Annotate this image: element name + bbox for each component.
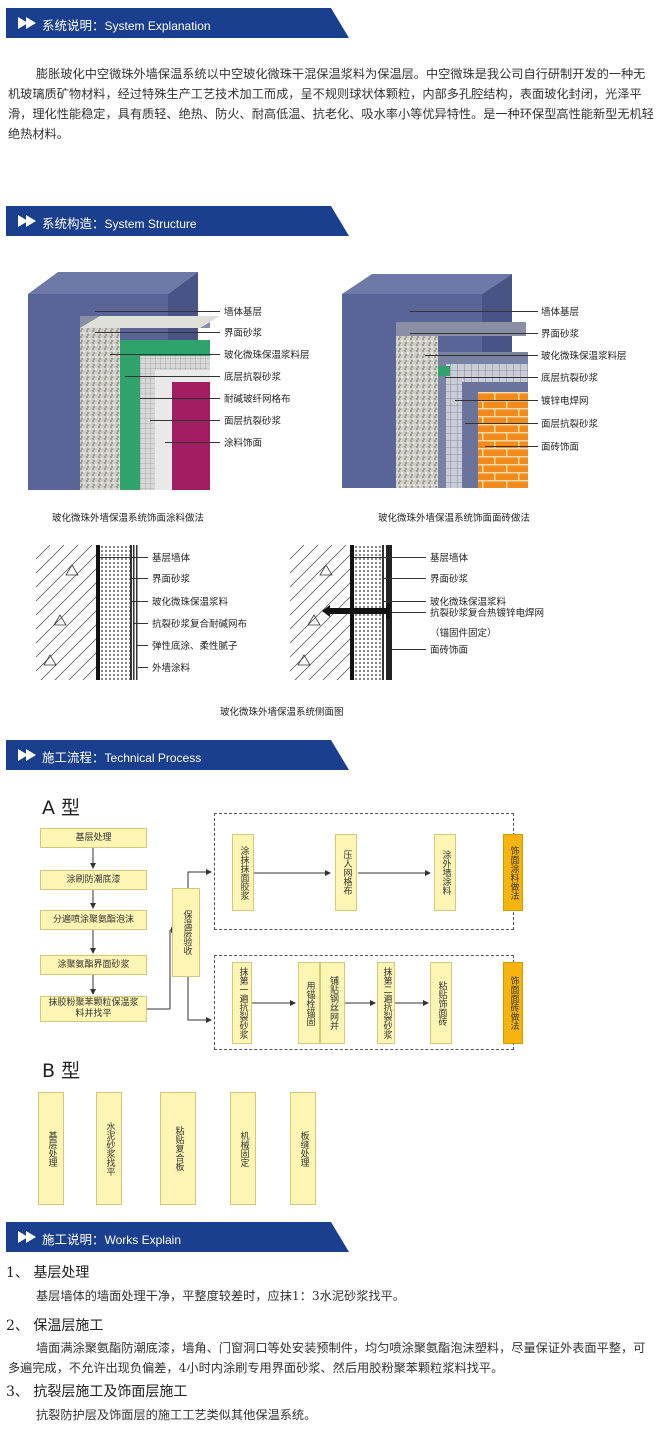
section-title-en: System Structure xyxy=(104,217,197,231)
label-putty: 弹性底涂、柔性腻子 xyxy=(152,641,238,652)
label-paint: 外墙涂料 xyxy=(152,663,191,674)
b-step-2: 水泥砂浆找平 xyxy=(96,1092,122,1205)
label-welded-mesh: 抗裂砂浆复合热镀锌电焊网 xyxy=(430,608,545,619)
a-flow-arrows xyxy=(90,848,431,1023)
label-insulation: 玻化微珠保温浆料 xyxy=(430,597,507,608)
a-step-5: 抹胶粉聚苯颗粒保温浆料并找平 xyxy=(40,996,147,1022)
a-step-3: 分遍喷涂聚氨酯泡沫 xyxy=(40,910,147,930)
tile-system-diagram xyxy=(342,274,528,488)
label-insulation: 玻化微珠保温浆料层 xyxy=(224,350,310,361)
section-bar-bg xyxy=(6,740,349,770)
works-para-3: 抗裂防护层及饰面层的施工工艺类似其他保温系统。 xyxy=(36,1408,317,1422)
section-title-cn: 施工流程： xyxy=(42,750,105,765)
side-section-caption: 玻化微珠外墙保温系统侧面图 xyxy=(220,707,344,718)
label-anchor-note: （锚固件固定） xyxy=(430,628,497,639)
a-top-step-1: 涂抹抹面胶浆 xyxy=(232,834,254,911)
section-bar-bg xyxy=(6,1222,349,1252)
section-title-cn: 系统构造： xyxy=(42,216,105,231)
b-step-5: 板缝处理 xyxy=(290,1092,316,1205)
works-heading-3: 3、 抗裂层施工及饰面层施工 xyxy=(6,1384,188,1400)
intro-paragraph: 膨胀玻化中空微珠外墙保温系统以中空玻化微珠干混保温浆料为保温层。中空微珠是我公司… xyxy=(8,67,654,141)
section-header-process: 施工流程：Technical Process xyxy=(6,740,349,770)
a-step-4: 涂聚氨酯界面砂浆 xyxy=(40,955,147,975)
a-bottom-end: 饰面面砖做法 xyxy=(503,962,523,1044)
section-header-structure: 系统构造：System Structure xyxy=(6,206,349,236)
label-mesh: 耐碱玻纤网格布 xyxy=(224,394,291,405)
a-bottom-group xyxy=(214,955,514,1050)
a-bottom-step-2: 用锚栓锚固 xyxy=(298,962,320,1044)
section-title-cn: 施工说明： xyxy=(42,1232,105,1247)
label-tile: 面砖饰面 xyxy=(430,645,469,656)
a-top-group xyxy=(214,813,514,930)
type-a-label: A 型 xyxy=(42,797,81,819)
section-title-en: Works Explain xyxy=(104,1233,181,1247)
label-insulation: 玻化微珠保温浆料层 xyxy=(541,351,627,362)
label-coating: 涂料饰面 xyxy=(224,438,263,449)
a-top-end: 饰面涂料做法 xyxy=(503,834,523,911)
works-heading-1: 1、 基层处理 xyxy=(6,1265,90,1281)
a-bottom-step-3: 铺贴钢丝网并 xyxy=(320,962,345,1044)
works-heading-2: 2、 保温层施工 xyxy=(6,1318,104,1334)
label-welded-mesh: 镀锌电焊网 xyxy=(541,396,589,407)
b-step-4: 机械固定 xyxy=(230,1092,256,1205)
section-title-cn: 系统说明： xyxy=(42,18,105,33)
label-interface: 界面砂浆 xyxy=(541,329,580,340)
section-bar-bg xyxy=(6,8,349,38)
a-step-1: 基层处理 xyxy=(40,828,147,848)
section-header-works: 施工说明：Works Explain xyxy=(6,1222,349,1252)
a-top-step-3: 涂外墙涂料 xyxy=(434,834,456,911)
label-base-wall: 基层墙体 xyxy=(430,553,469,564)
label-top-mortar: 面层抗裂砂浆 xyxy=(224,416,282,427)
label-base-wall: 基层墙体 xyxy=(152,553,191,564)
label-top-mortar: 面层抗裂砂浆 xyxy=(541,419,599,430)
label-wall-base: 墙体基层 xyxy=(541,307,580,318)
a-accept-box: 保温层验收 xyxy=(172,888,200,977)
label-interface: 界面砂浆 xyxy=(152,574,191,585)
side-section-left xyxy=(36,545,138,680)
left-diagram-caption: 玻化微珠外墙保温系统饰面涂料做法 xyxy=(52,513,205,524)
label-tile: 面砖饰面 xyxy=(541,442,580,453)
a-bottom-step-5: 粘贴饰面砖 xyxy=(430,962,452,1044)
label-insulation: 玻化微珠保温浆料 xyxy=(152,597,229,608)
works-para-2: 墙面满涂聚氨酯防潮底漆，墙角、门窗洞口等处安装预制件，均匀喷涂聚氨酯泡沫塑料，尽… xyxy=(8,1341,646,1375)
b-step-1: 基层处理 xyxy=(38,1092,64,1205)
a-top-step-2: 压人网格布 xyxy=(335,834,357,911)
label-mesh-mortar: 抗裂砂浆复合耐碱网布 xyxy=(152,619,248,630)
coating-system-diagram xyxy=(28,272,220,490)
label-base-mortar: 底层抗裂砂浆 xyxy=(541,373,599,384)
b-step-3: 粘贴复合板 xyxy=(160,1092,196,1205)
a-bottom-step-1: 抹第一遍抗裂砂浆 xyxy=(232,962,252,1044)
section-header-explanation: 系统说明：System Explanation xyxy=(6,8,349,38)
label-wall-base: 墙体基层 xyxy=(224,307,263,318)
right-diagram-caption: 玻化微珠外墙保温系统饰面面砖做法 xyxy=(378,513,531,524)
label-interface: 界面砂浆 xyxy=(430,574,469,585)
label-base-mortar: 底层抗裂砂浆 xyxy=(224,372,282,383)
section-title-en: Technical Process xyxy=(104,751,202,765)
type-b-label: B 型 xyxy=(42,1060,81,1082)
label-interface: 界面砂浆 xyxy=(224,328,263,339)
works-para-1: 基层墙体的墙面处理干净，平整度较差时，应抹1：3水泥砂浆找平。 xyxy=(36,1289,405,1303)
a-bottom-step-4: 抹第二遍抗裂砂浆 xyxy=(377,962,395,1044)
side-section-right xyxy=(290,545,392,680)
a-step-2: 涂刷防潮底漆 xyxy=(40,870,147,890)
section-bar-bg xyxy=(6,206,349,236)
section-title-en: System Explanation xyxy=(104,19,211,33)
